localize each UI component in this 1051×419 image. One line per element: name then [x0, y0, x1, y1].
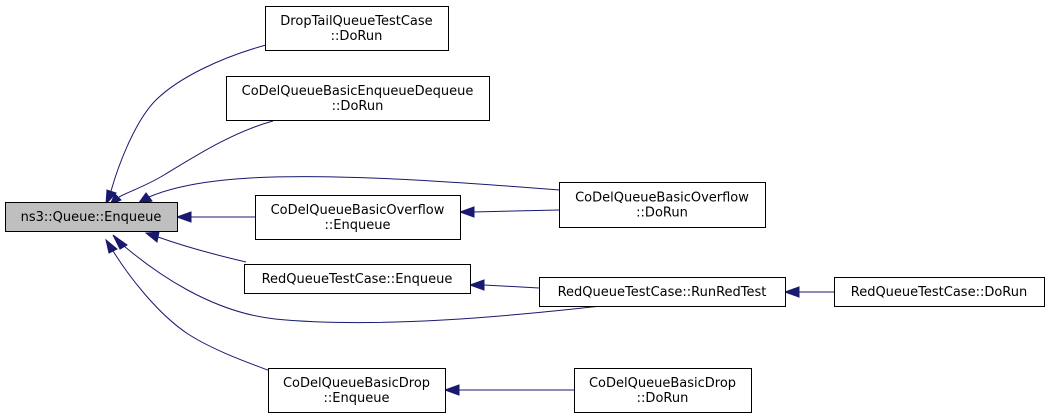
edge-line — [112, 250, 274, 373]
arrowhead-icon — [105, 238, 118, 254]
arrowhead-icon — [144, 231, 160, 243]
node-label-line: ::Enqueue — [325, 218, 391, 233]
edge-red_dorun-to-red_runred — [783, 286, 834, 298]
node-label-line: DropTailQueueTestCase — [280, 14, 432, 29]
edge-codel_drop_enq-to-root — [105, 238, 274, 373]
node-label-line: CoDelQueueBasicOverflow — [271, 203, 445, 218]
arrowhead-icon — [783, 286, 800, 298]
node-codel_enq_deq[interactable]: CoDelQueueBasicEnqueueDequeue::DoRun — [226, 76, 490, 121]
node-codel_drop_run[interactable]: CoDelQueueBasicDrop::DoRun — [574, 368, 752, 413]
node-label-line: ns3::Queue::Enqueue — [21, 210, 162, 225]
node-codel_ovf_enq[interactable]: CoDelQueueBasicOverflow::Enqueue — [255, 195, 461, 240]
node-red_runred[interactable]: RedQueueTestCase::RunRedTest — [539, 277, 786, 307]
edge-red_runred-to-red_enq — [468, 279, 540, 291]
edge-line — [118, 120, 274, 198]
edge-line — [123, 245, 602, 324]
node-red_enq[interactable]: RedQueueTestCase::Enqueue — [244, 264, 471, 294]
edge-droptail-to-root — [105, 44, 267, 206]
edge-line — [483, 284, 540, 289]
edge-codel_enq_deq-to-root — [108, 120, 274, 207]
node-box — [255, 195, 461, 240]
arrowhead-icon — [112, 234, 128, 250]
edge-red_enq-to-root — [144, 231, 247, 263]
node-label-line: CoDelQueueBasicEnqueueDequeue — [242, 84, 474, 99]
node-label-line: ::DoRun — [331, 29, 383, 44]
edge-line — [472, 209, 560, 213]
node-box — [244, 264, 471, 294]
node-box — [539, 277, 786, 307]
node-root[interactable]: ns3::Queue::Enqueue — [5, 202, 178, 232]
node-label-line: RedQueueTestCase::Enqueue — [262, 272, 453, 287]
edge-line — [110, 44, 267, 192]
node-label-line: ::DoRun — [332, 99, 384, 114]
edge-codel_drop_run-to-codel_drop_enq — [443, 384, 574, 396]
node-label-line: CoDelQueueBasicDrop — [589, 376, 736, 391]
node-box — [226, 76, 490, 121]
node-box — [265, 6, 449, 51]
arrowhead-icon — [458, 206, 475, 218]
nodes-layer: ns3::Queue::Enqueue DropTailQueueTestCase… — [5, 6, 1045, 413]
node-box — [559, 182, 766, 228]
edge-line — [157, 236, 247, 263]
edge-line — [148, 176, 561, 198]
arrowhead-icon — [105, 189, 117, 206]
node-label-line: RedQueueTestCase::RunRedTest — [558, 285, 767, 300]
node-label-line: RedQueueTestCase::DoRun — [851, 285, 1027, 300]
node-label-line: CoDelQueueBasicOverflow — [575, 191, 749, 206]
node-label-line: ::DoRun — [637, 391, 689, 406]
node-box — [834, 277, 1045, 307]
node-label-line: CoDelQueueBasicDrop — [283, 376, 430, 391]
node-box — [574, 368, 752, 413]
edge-codel_ovf_enq-to-root — [175, 211, 255, 223]
node-droptail[interactable]: DropTailQueueTestCase::DoRun — [265, 6, 449, 51]
node-codel_ovf_run[interactable]: CoDelQueueBasicOverflow::DoRun — [559, 182, 766, 228]
edges-layer — [105, 44, 834, 396]
edge-codel_ovf_run-to-codel_ovf_enq — [458, 206, 560, 218]
node-codel_drop_enq[interactable]: CoDelQueueBasicDrop::Enqueue — [268, 368, 446, 413]
arrowhead-icon — [443, 384, 460, 396]
arrowhead-icon — [175, 211, 192, 223]
node-label-line: ::Enqueue — [324, 391, 390, 406]
arrowhead-icon — [468, 279, 485, 291]
edge-red_runred-to-root — [112, 234, 602, 324]
node-label-line: ::DoRun — [636, 206, 688, 221]
node-box — [268, 368, 446, 413]
node-red_dorun[interactable]: RedQueueTestCase::DoRun — [834, 277, 1045, 307]
node-box — [5, 202, 178, 232]
